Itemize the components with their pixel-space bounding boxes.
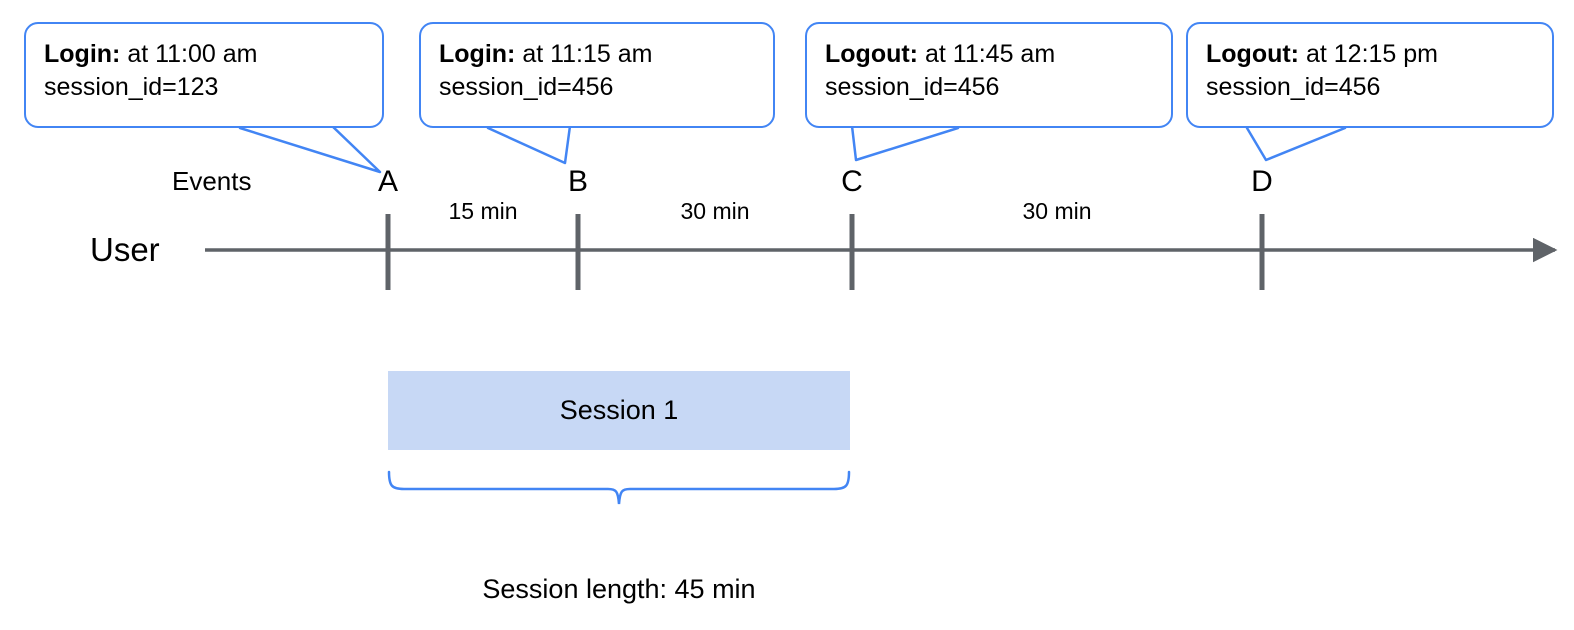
user-lane-label: User <box>90 231 160 268</box>
interval-label-b-c: 30 min <box>680 198 750 224</box>
callout-d-event: Logout: <box>1206 40 1300 68</box>
interval-label-c-d: 30 min <box>1022 198 1092 224</box>
callout-b-event: Login: <box>439 40 516 68</box>
callout-b-session: session_id=456 <box>439 72 614 101</box>
callout-b-time: at 11:15 am <box>522 40 653 68</box>
event-marker-label-a: A <box>377 165 398 198</box>
callout-a-line1: Login: at 11:00 am <box>44 38 364 71</box>
callout-tail-c <box>850 124 960 162</box>
callout-b-line1: Login: at 11:15 am <box>439 38 755 71</box>
session-length-caption: Session length: 45 min <box>482 574 756 604</box>
callout-tail-a <box>238 122 382 174</box>
session-brace <box>387 470 851 505</box>
session-bar-label: Session 1 <box>559 395 679 425</box>
callout-event-c[interactable]: Logout: at 11:45 am session_id=456 <box>805 22 1173 128</box>
interval-label-a-b: 15 min <box>448 198 518 224</box>
callout-c-event: Logout: <box>825 40 919 68</box>
callout-a-event: Login: <box>44 40 121 68</box>
event-marker-label-c: C <box>841 165 863 198</box>
callout-event-b[interactable]: Login: at 11:15 am session_id=456 <box>419 22 775 128</box>
callout-a-time: at 11:00 am <box>127 40 258 68</box>
callout-tail-d <box>1245 126 1347 162</box>
callout-d-time: at 12:15 pm <box>1305 40 1438 68</box>
callout-c-line1: Logout: at 11:45 am <box>825 38 1153 71</box>
callout-d-line1: Logout: at 12:15 pm <box>1206 38 1534 71</box>
callout-event-d[interactable]: Logout: at 12:15 pm session_id=456 <box>1186 22 1554 128</box>
session-bar-session-1[interactable]: Session 1 <box>388 371 850 450</box>
event-marker-label-d: D <box>1251 165 1273 198</box>
callout-event-a[interactable]: Login: at 11:00 am session_id=123 <box>24 22 384 128</box>
event-marker-label-b: B <box>567 165 588 198</box>
callout-tail-b <box>486 124 572 165</box>
callout-c-session: session_id=456 <box>825 72 1000 101</box>
callout-a-session: session_id=123 <box>44 72 219 101</box>
events-row-label: Events <box>172 166 252 196</box>
callout-c-time: at 11:45 am <box>924 40 1056 68</box>
callout-d-session: session_id=456 <box>1206 72 1381 101</box>
